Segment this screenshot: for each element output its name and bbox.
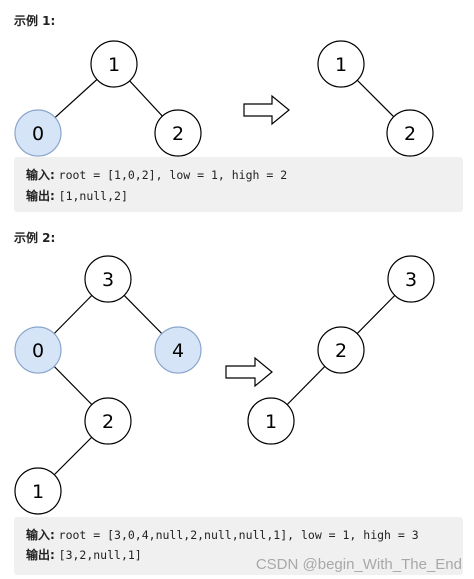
input-code: root = [1,0,2], low = 1, high = 2 xyxy=(58,168,288,182)
node-label: 3 xyxy=(405,269,417,291)
arrow-right-icon xyxy=(243,94,290,126)
input-code: root = [3,0,4,null,2,null,null,1], low =… xyxy=(58,528,419,542)
node-label: 3 xyxy=(102,269,114,291)
example1-after-tree: 1 2 xyxy=(317,40,434,157)
node-label: 1 xyxy=(108,54,120,76)
example2-code-box xyxy=(14,517,463,575)
example2-heading: 示例 2: xyxy=(14,231,56,245)
tree-node: 3 xyxy=(387,255,435,303)
node-label: 4 xyxy=(172,340,184,362)
example1-before-tree: 1 0 2 xyxy=(14,40,202,157)
example2-after-tree: 3 2 1 xyxy=(247,255,435,445)
watermark: CSDN @begin_With_The_End xyxy=(255,556,462,573)
example1-heading: 示例 1: xyxy=(14,14,56,28)
node-label: 2 xyxy=(335,340,347,362)
tree-node-removed: 0 xyxy=(14,326,62,374)
node-label: 0 xyxy=(32,123,44,145)
input-label: 输入: xyxy=(26,168,55,182)
node-label: 1 xyxy=(32,481,44,503)
input-label: 输入: xyxy=(26,528,55,542)
tree-node: 2 xyxy=(154,109,202,157)
tree-node: 1 xyxy=(14,467,62,515)
output-code: [3,2,null,1] xyxy=(58,548,142,562)
tree-node-removed: 0 xyxy=(14,109,62,157)
tree-node: 1 xyxy=(247,397,295,445)
node-label: 2 xyxy=(102,411,114,433)
tree-node-removed: 4 xyxy=(154,326,202,374)
example1-input-line: 输入: root = [1,0,2], low = 1, high = 2 xyxy=(26,166,287,183)
node-label: 1 xyxy=(335,54,347,76)
tree-node: 1 xyxy=(90,40,138,88)
node-label: 0 xyxy=(32,340,44,362)
tree-node: 2 xyxy=(317,326,365,374)
example2-output-line: 输出: [3,2,null,1] xyxy=(26,546,142,563)
node-label: 1 xyxy=(265,411,277,433)
tree-node: 2 xyxy=(84,397,132,445)
output-label: 输出: xyxy=(26,189,55,203)
node-label: 2 xyxy=(172,123,184,145)
example2-input-line: 输入: root = [3,0,4,null,2,null,null,1], l… xyxy=(26,526,419,543)
example1-code-box xyxy=(14,157,463,212)
example1-output-line: 输出: [1,null,2] xyxy=(26,187,128,204)
output-code: [1,null,2] xyxy=(58,189,128,203)
node-label: 2 xyxy=(404,123,416,145)
tree-node: 1 xyxy=(317,40,365,88)
arrow-right-icon xyxy=(225,356,273,388)
example2-before-tree: 3 0 4 2 1 xyxy=(14,255,202,515)
tree-node: 2 xyxy=(386,109,434,157)
tree-node: 3 xyxy=(84,255,132,303)
output-label: 输出: xyxy=(26,548,55,562)
